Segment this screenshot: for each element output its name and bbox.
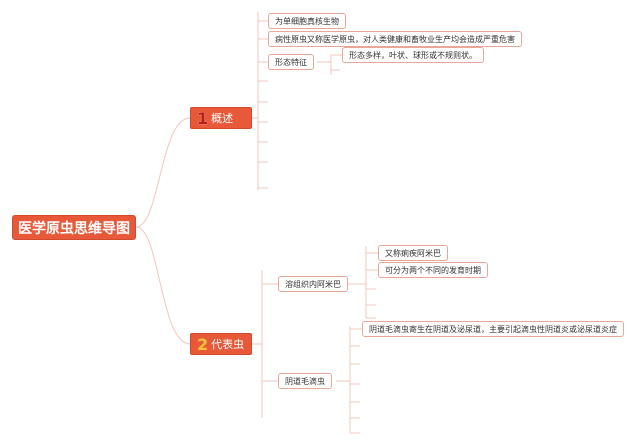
- leaf-node[interactable]: 形态多样，叶状、球形或不规则状。: [342, 47, 484, 63]
- leaf-node[interactable]: 阴道毛滴虫寄生在阴道及泌尿道，主要引起滴虫性阴道炎或泌尿道炎症: [362, 321, 624, 337]
- section-representatives-node[interactable]: 2 代表虫: [190, 333, 252, 355]
- leaf-node[interactable]: 可分为两个不同的发育时期: [378, 262, 488, 278]
- section-label: 概述: [211, 112, 234, 125]
- leaf-node[interactable]: 阴道毛滴虫: [278, 373, 332, 389]
- leaf-node[interactable]: 形态特征: [268, 54, 314, 70]
- leaf-node[interactable]: 又称痢疾阿米巴: [378, 245, 448, 261]
- leaf-node[interactable]: 为单细胞真核生物: [268, 13, 346, 29]
- section-overview-node[interactable]: 1 概述: [190, 107, 252, 129]
- leaf-node[interactable]: 病性原虫又称医学原虫，对人类健康和畜牧业生产均会造成严重危害: [268, 31, 522, 47]
- root-node[interactable]: 医学原虫思维导图: [12, 215, 136, 240]
- leaf-node[interactable]: 溶组织内阿米巴: [278, 276, 348, 292]
- section-label: 代表虫: [211, 338, 245, 351]
- section-number: 2: [197, 334, 209, 354]
- section-number: 1: [197, 108, 209, 128]
